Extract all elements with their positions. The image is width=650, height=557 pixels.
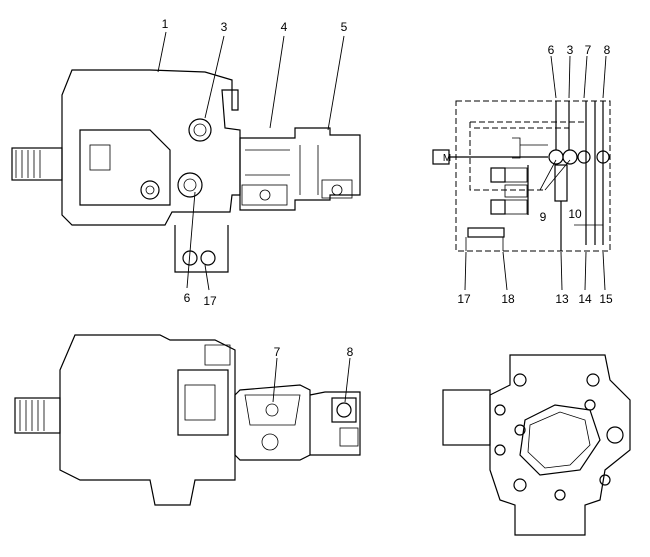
- callout-1: 1: [162, 17, 169, 31]
- callout-4: 4: [281, 20, 288, 34]
- schematic-callout-6: 6: [548, 43, 555, 57]
- top-left-pump-view: [11, 69, 361, 273]
- callout-6: 6: [184, 291, 191, 305]
- callout-5: 5: [341, 20, 348, 34]
- schematic-callout-9: 9: [540, 210, 547, 224]
- top-left-leaders: [157, 31, 345, 291]
- leader-7: [272, 357, 278, 403]
- callout-3: 3: [221, 20, 228, 34]
- callout-17: 17: [203, 294, 217, 308]
- schematic-callout-17: 17: [457, 292, 471, 306]
- bottom-callout-8: 8: [347, 345, 354, 359]
- leader-8: [344, 357, 351, 403]
- bottom-left-pump-view: [14, 334, 361, 506]
- motor-label: M: [443, 153, 451, 164]
- schematic-callout-7: 7: [585, 43, 592, 57]
- bottom-callout-7: 7: [274, 345, 281, 359]
- hydraulic-schematic: [432, 100, 611, 252]
- schematic-callout-15: 15: [599, 292, 613, 306]
- schematic-callout-18: 18: [501, 292, 515, 306]
- schematic-leaders: [464, 55, 607, 291]
- schematic-callout-3: 3: [567, 43, 574, 57]
- schematic-callout-8: 8: [604, 43, 611, 57]
- schematic-callout-14: 14: [578, 292, 592, 306]
- schematic-callout-10: 10: [568, 207, 582, 221]
- bottom-right-pump-view: [442, 354, 631, 536]
- schematic-callout-13: 13: [555, 292, 569, 306]
